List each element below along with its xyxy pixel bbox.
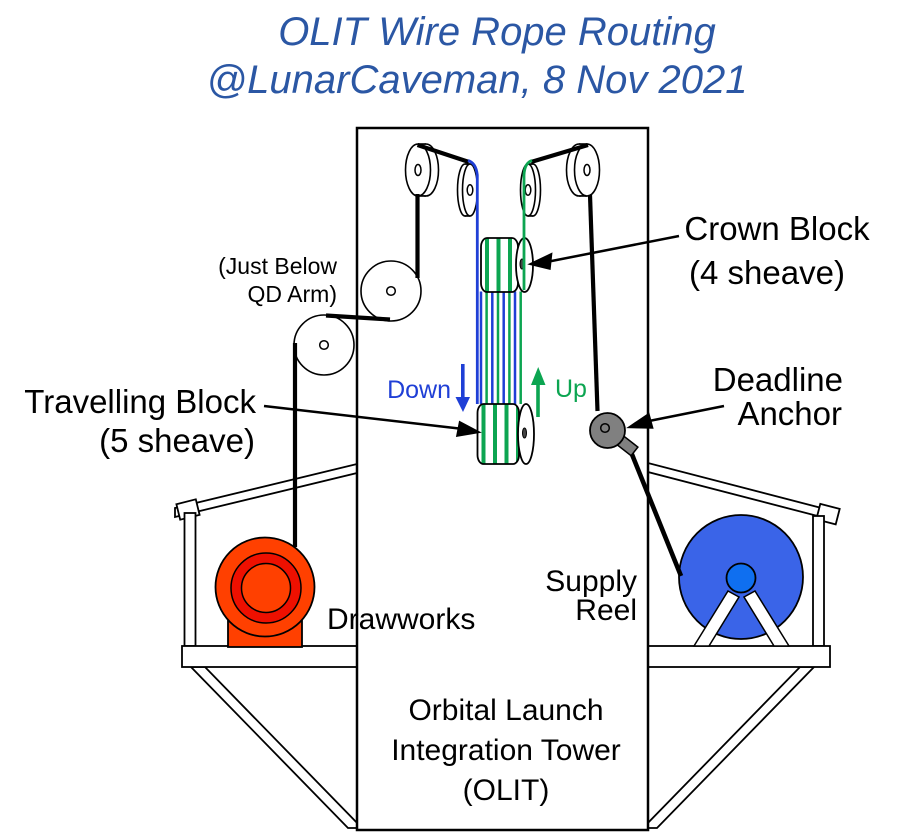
- crown-block-label-2: (4 sheave): [689, 254, 845, 291]
- qd-note-1: (Just Below: [218, 253, 337, 279]
- crown-block: [480, 237, 534, 293]
- title-line1: OLIT Wire Rope Routing: [278, 10, 716, 54]
- left-brace: [188, 666, 365, 829]
- deadline-arrow-line: [648, 404, 725, 423]
- reel-strut-right: [742, 590, 791, 647]
- down-arrow: [455, 364, 470, 412]
- qd-note-2: QD Arm): [248, 281, 337, 307]
- reel-strut-left: [692, 590, 741, 647]
- rope-to-anchor: [587, 194, 600, 412]
- rope-green-feed: [522, 159, 533, 290]
- supply-reel: [678, 514, 804, 647]
- rope-blue-feed: [467, 159, 479, 404]
- crown-arrow-head: [527, 252, 553, 271]
- up-arrow: [531, 367, 546, 417]
- supply-reel-label-2: Reel: [575, 594, 637, 627]
- deadline-anchor-label-2: Anchor: [737, 395, 842, 432]
- pulley-right-top: [565, 143, 601, 197]
- wire-ropes-black: [292, 142, 600, 547]
- pulley-hole: [385, 285, 397, 297]
- travelling-block: [476, 403, 535, 465]
- rope-anchor-to-reel: [624, 441, 684, 577]
- pulley-left-top: [404, 143, 440, 197]
- deadline-anchor-label-1: Deadline: [713, 361, 843, 398]
- pulley-qd-lower: [293, 314, 355, 376]
- label-arrows: [263, 234, 725, 438]
- travelling-arrow-line: [263, 404, 460, 430]
- left-post: [183, 512, 197, 647]
- right-platform: [640, 461, 841, 829]
- pulley-hole: [414, 163, 422, 177]
- title-line2: @LunarCaveman, 8 Nov 2021: [207, 58, 748, 102]
- crown-block-label-1: Crown Block: [684, 210, 870, 247]
- reel-hub: [725, 562, 757, 594]
- up-label: Up: [555, 375, 587, 403]
- anchor-hole: [599, 422, 611, 434]
- crown-arrow-line: [548, 234, 680, 263]
- left-platform: [174, 462, 365, 829]
- travelling-block-label-1: Travelling Block: [24, 383, 256, 420]
- right-floor: [647, 645, 831, 668]
- down-label: Down: [387, 376, 451, 404]
- right-post: [812, 515, 825, 647]
- pulley-hole: [524, 184, 532, 196]
- tower-label-1: Orbital Launch: [408, 694, 603, 727]
- rope-qd-horizontal: [325, 313, 391, 322]
- left-floor: [181, 645, 358, 668]
- deadline-arrow-head: [626, 412, 654, 429]
- drawworks: [214, 536, 316, 648]
- right-brace: [640, 666, 817, 829]
- drawworks-drum: [240, 562, 292, 614]
- travelling-block-label-2: (5 sheave): [99, 422, 255, 459]
- pulley-hole: [583, 163, 591, 177]
- rope-falls: [479, 291, 522, 404]
- rope-top-right-diagonal: [530, 142, 589, 165]
- tower-label-2: Integration Tower: [391, 734, 621, 767]
- pulley-hole: [466, 184, 474, 196]
- pulley-mid-left: [456, 163, 479, 217]
- deadline-anchor: [589, 412, 639, 457]
- pulley-qd-upper: [360, 260, 422, 322]
- rope-top-left-diagonal: [416, 143, 470, 164]
- travelling-block-hole: [522, 427, 527, 439]
- pulley-hole: [318, 339, 330, 351]
- left-roof: [174, 462, 358, 519]
- right-roof: [647, 461, 834, 522]
- supply-reel-label-1: Supply: [545, 565, 637, 598]
- travelling-arrow-head: [455, 420, 482, 438]
- tower-label-3: (OLIT): [463, 774, 550, 807]
- drawworks-label: Drawworks: [327, 603, 475, 636]
